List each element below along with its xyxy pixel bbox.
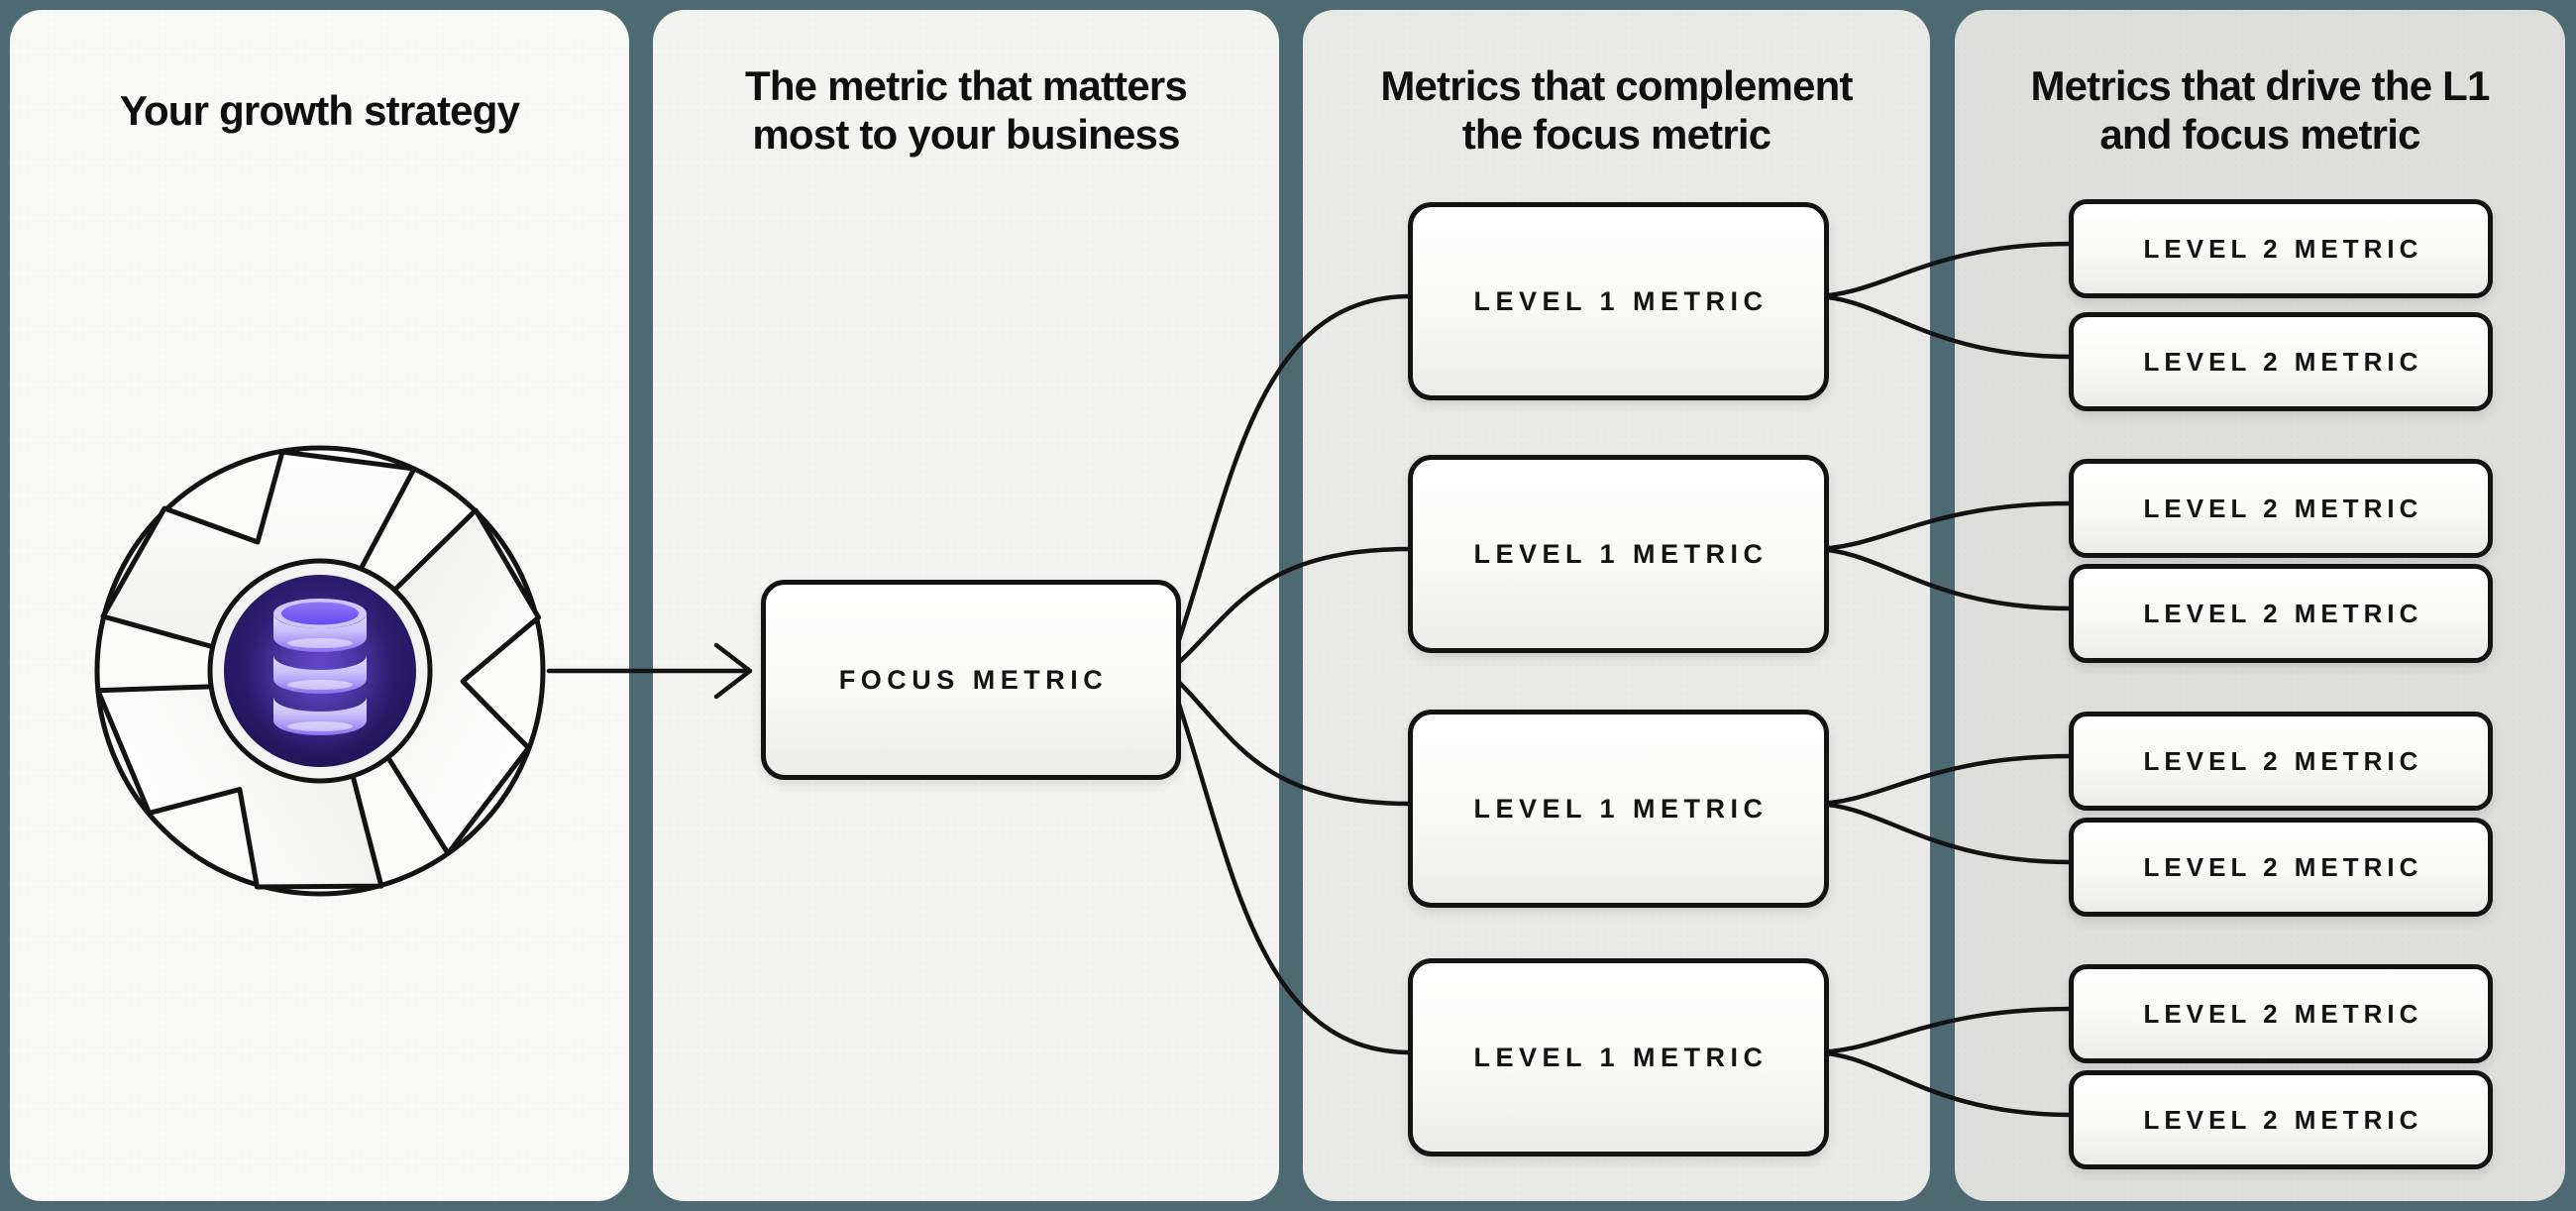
panel-title: Metrics that complement the focus metric — [1303, 61, 1930, 159]
level-2-metric-node: LEVEL 2 METRIC — [2069, 818, 2493, 917]
level-1-metric-node: LEVEL 1 METRIC — [1408, 202, 1829, 400]
level-2-metric-node: LEVEL 2 METRIC — [2069, 312, 2493, 411]
level-2-metric-node: LEVEL 2 METRIC — [2069, 199, 2493, 298]
panel-title: The metric that matters most to your bus… — [653, 61, 1279, 159]
level-1-metric-node: LEVEL 1 METRIC — [1408, 455, 1829, 653]
panel-title-line: The metric that matters — [744, 62, 1188, 109]
panel-title-line: the focus metric — [1461, 111, 1771, 158]
panel-title-line: and focus metric — [2099, 111, 2420, 158]
level-2-metric-node: LEVEL 2 METRIC — [2069, 564, 2493, 663]
flywheel-icon — [92, 445, 548, 899]
level-1-metric-node: LEVEL 1 METRIC — [1408, 958, 1829, 1156]
level-2-metric-node: LEVEL 2 METRIC — [2069, 964, 2493, 1063]
panel-title-line: most to your business — [752, 111, 1180, 158]
focus-metric-node: FOCUS METRIC — [761, 580, 1181, 780]
panel-title-line: Metrics that complement — [1380, 62, 1853, 109]
level-2-metric-node: LEVEL 2 METRIC — [2069, 459, 2493, 558]
level-2-metric-node: LEVEL 2 METRIC — [2069, 712, 2493, 811]
level-2-metric-node: LEVEL 2 METRIC — [2069, 1070, 2493, 1169]
panel-title: Your growth strategy — [10, 86, 629, 135]
panel-title-line: Your growth strategy — [119, 87, 520, 134]
level-1-metric-node: LEVEL 1 METRIC — [1408, 710, 1829, 908]
database-icon — [273, 599, 367, 735]
panel-title: Metrics that drive the L1 and focus metr… — [1955, 61, 2565, 159]
panel-title-line: Metrics that drive the L1 — [2030, 62, 2490, 109]
